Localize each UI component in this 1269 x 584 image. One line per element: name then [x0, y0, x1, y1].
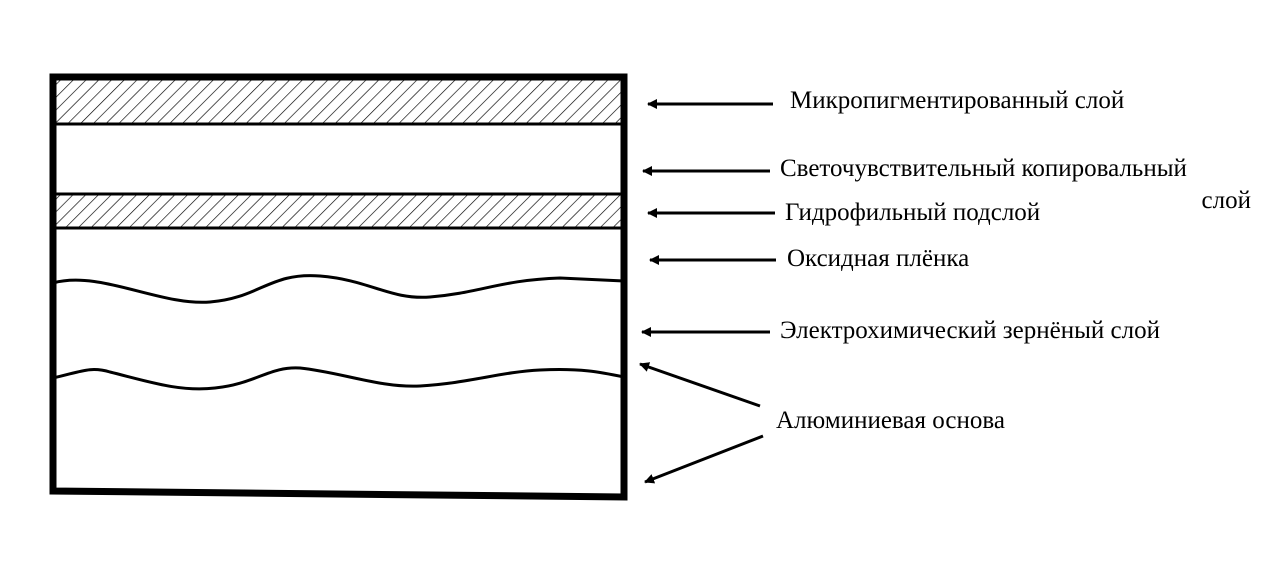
- arrow-aluminium-lower: [644, 434, 764, 484]
- boundary-grained-wavy: [52, 366, 625, 391]
- label-micropigment: Микропигментированный слой: [790, 87, 1124, 114]
- label-copy-layer-line1: Светочувствительный копировальный: [780, 155, 1187, 182]
- hydrophilic-sublayer: [53, 195, 624, 227]
- boundary-oxide-wavy: [52, 274, 625, 304]
- label-oxide: Оксидная плёнка: [787, 245, 969, 272]
- arrow-aluminium-upper: [639, 362, 761, 408]
- label-hydrophilic: Гидрофильный подслой: [785, 199, 1040, 226]
- label-copy-layer-line2: слой: [1202, 187, 1251, 214]
- label-grained: Электрохимический зернёный слой: [780, 317, 1160, 344]
- micropigment-layer: [53, 80, 624, 124]
- outer-frame: [49, 73, 628, 501]
- label-aluminium: Алюминиевая основа: [776, 407, 1005, 434]
